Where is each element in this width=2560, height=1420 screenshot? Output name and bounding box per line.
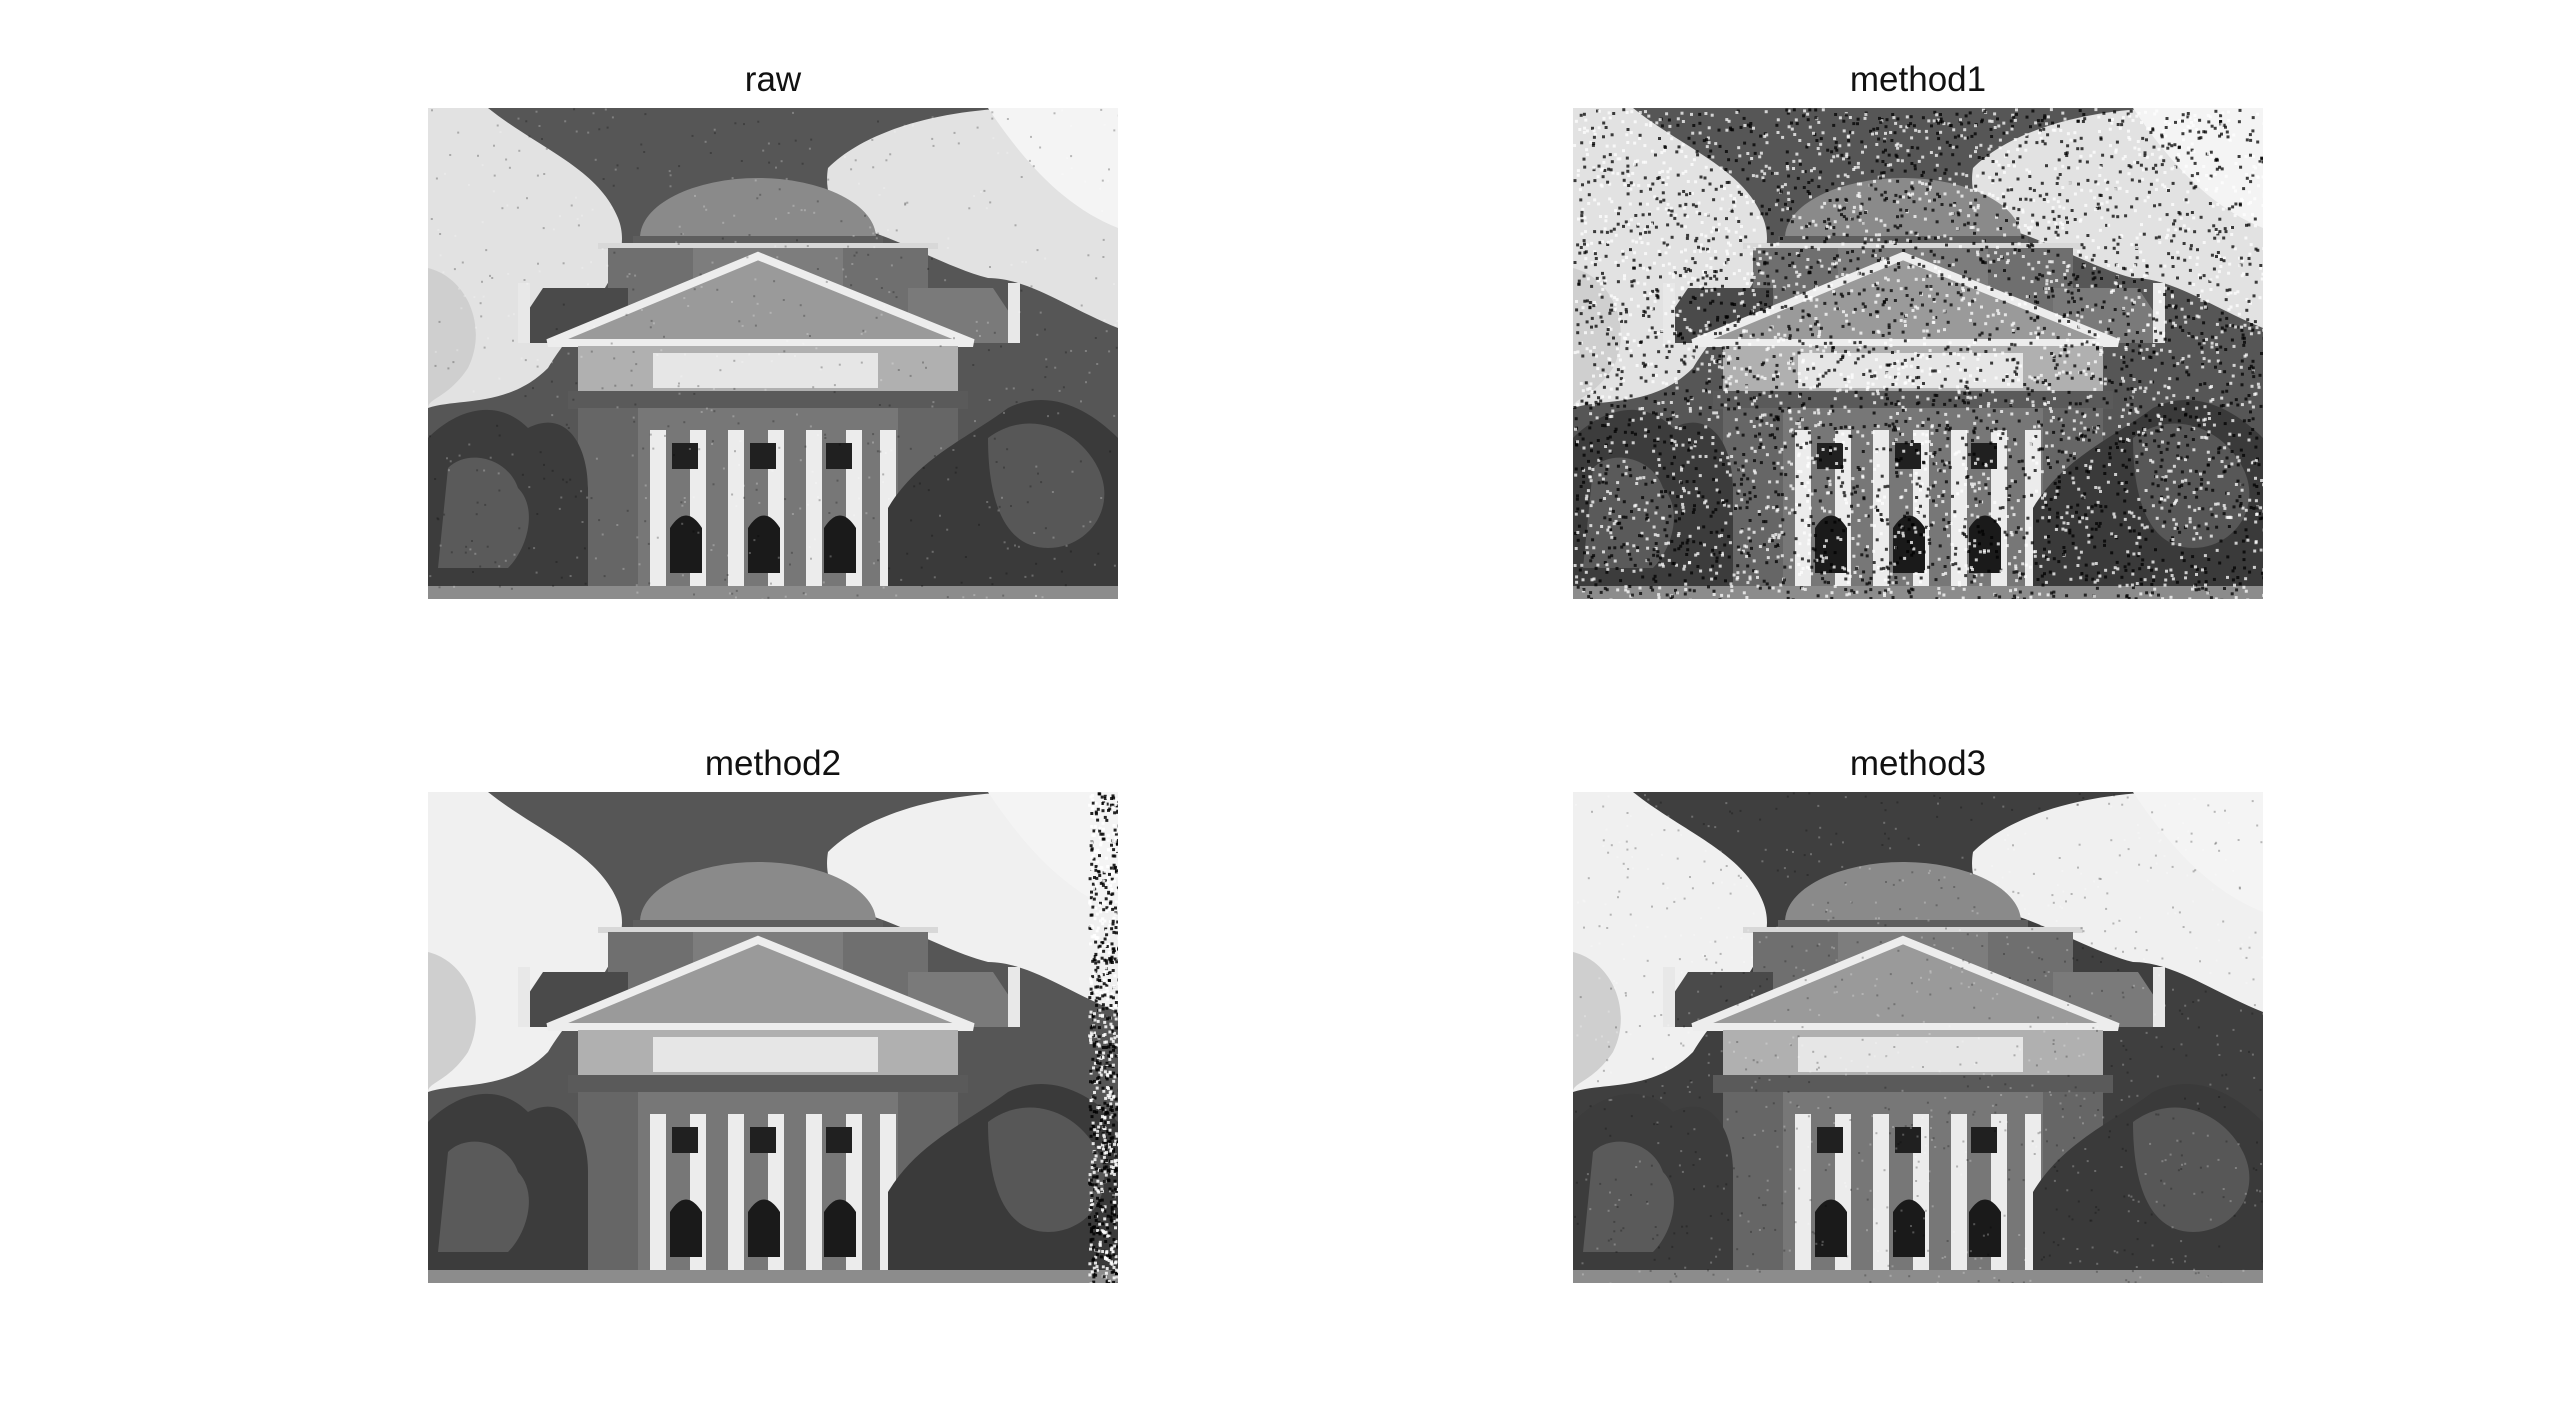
panel-method3: method3 [1573,742,2263,1283]
panel-title: raw [744,60,802,99]
image-raw [428,108,1118,599]
panel-title: method1 [1849,60,1987,99]
panel-method1: method1 [1573,58,2263,599]
image-method1 [1573,108,2263,599]
image-method3 [1573,792,2263,1283]
panel-title: method2 [704,744,842,783]
panel-method2: method2 [428,742,1118,1283]
panel-title: method3 [1849,744,1987,783]
image-method2 [428,792,1118,1283]
panel-raw: raw [428,58,1118,599]
